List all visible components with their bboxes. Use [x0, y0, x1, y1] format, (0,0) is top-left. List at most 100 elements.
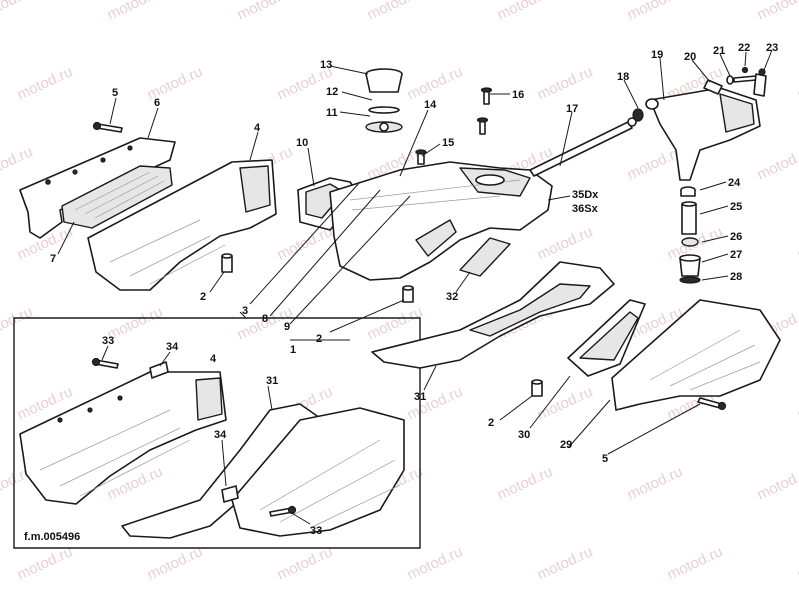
fuel-cap-assembly [365, 68, 403, 133]
callout-24: 24 [728, 177, 741, 189]
central-body [329, 161, 553, 281]
watermark-text: motod.ru [365, 303, 426, 343]
callout-6: 6 [154, 97, 160, 109]
callout-33-inset-bottom: 33 [310, 525, 322, 537]
part-28-base [679, 276, 701, 284]
watermark-text: motod.ru [625, 463, 686, 503]
part-15-screw [415, 149, 427, 165]
callout-16: 16 [512, 89, 524, 101]
watermark-text: motod.ru [495, 0, 556, 24]
callout-2-lower: 2 [488, 417, 494, 429]
part-30-panel [567, 299, 646, 377]
part-4-left-fairing [87, 159, 277, 291]
callout-36sx: 36Sx [572, 203, 599, 215]
callout-1: 1 [290, 344, 296, 356]
watermark-text: motod.ru [795, 543, 799, 583]
callout-14: 14 [424, 99, 437, 111]
callout-5-top: 5 [112, 87, 118, 99]
callout-4: 4 [254, 122, 261, 134]
callout-29: 29 [560, 439, 572, 451]
callout-34-inset-bottom: 34 [214, 429, 227, 441]
watermark-text: motod.ru [405, 543, 466, 583]
inset-fairing-right [231, 407, 405, 537]
part-2-grommet-center [402, 285, 414, 303]
drawing-code: f.m.005496 [24, 531, 80, 543]
watermark-text: motod.ru [0, 303, 35, 343]
callout-33-inset-top: 33 [102, 335, 114, 347]
part-27-collar [679, 254, 701, 277]
callout-8: 8 [262, 313, 268, 325]
watermark-text: motod.ru [15, 63, 76, 103]
watermark-text: motod.ru [755, 463, 799, 503]
part-5-screw-top [92, 121, 123, 133]
watermark-text: motod.ru [795, 223, 799, 263]
part-22-bolt [733, 66, 757, 83]
part-16-screw-a [480, 87, 493, 105]
watermark-text: motod.ru [755, 143, 799, 183]
callout-17: 17 [566, 103, 578, 115]
watermark-text: motod.ru [0, 0, 35, 24]
callout-30: 30 [518, 429, 530, 441]
callout-34-inset-top: 34 [166, 341, 179, 353]
watermark-text: motod.ru [145, 543, 206, 583]
watermark-text: motod.ru [0, 143, 35, 183]
part-16-screw-b [476, 117, 489, 135]
watermark-text: motod.ru [795, 383, 799, 423]
callout-28: 28 [730, 271, 742, 283]
part-2-grommet-left [221, 253, 233, 273]
watermark-text: motod.ru [535, 63, 596, 103]
callout-9: 9 [284, 321, 290, 333]
watermark-text: motod.ru [535, 543, 596, 583]
part-23-bolt [753, 68, 767, 97]
part-24-ring [680, 186, 696, 197]
callout-11: 11 [326, 107, 338, 119]
part-19-intake-duct [645, 87, 761, 181]
leader-lines [57, 49, 773, 525]
callout-26: 26 [730, 231, 742, 243]
watermark-text: motod.ru [535, 383, 596, 423]
watermark-text: motod.ru [365, 0, 426, 24]
part-5-screw-bottom [697, 397, 727, 411]
callout-22: 22 [738, 42, 750, 54]
callout-2-center: 2 [316, 333, 322, 345]
watermark-text: motod.ru [275, 543, 336, 583]
callout-32: 32 [446, 291, 458, 303]
callout-25: 25 [730, 201, 742, 213]
watermark-text: motod.ru [495, 463, 556, 503]
part-18-ring [632, 108, 644, 122]
callout-23: 23 [766, 42, 778, 54]
part-7-filter-panel [61, 165, 173, 229]
callout-31-inset: 31 [266, 375, 278, 387]
callout-12: 12 [326, 86, 338, 98]
callout-31: 31 [414, 391, 426, 403]
callout-18: 18 [617, 71, 629, 83]
part-6-side-rail [19, 137, 176, 239]
callout-15: 15 [442, 137, 454, 149]
watermark-text: motod.ru [405, 63, 466, 103]
watermark-text: motod.ru [665, 543, 726, 583]
callout-labels: 5 6 4 7 2 10 13 12 11 14 15 16 17 18 19 … [50, 42, 778, 537]
part-2-grommet-lower [531, 379, 543, 397]
callout-27: 27 [730, 249, 742, 261]
inset-part-33-screw-top [91, 357, 119, 369]
watermark-text: motod.ru [535, 223, 596, 263]
watermark-text: motod.ru [405, 383, 466, 423]
part-17-rod [529, 117, 637, 177]
watermark-text: motod.ru [795, 63, 799, 103]
callout-19: 19 [651, 49, 663, 61]
callout-3: 3 [242, 305, 248, 317]
callout-7: 7 [50, 253, 56, 265]
part-26-nut [681, 237, 699, 247]
callout-2-left: 2 [200, 291, 206, 303]
inset-part-4-fairing [19, 371, 227, 505]
callout-21: 21 [713, 45, 725, 57]
part-31-lower-frame [371, 261, 615, 369]
callout-20: 20 [684, 51, 696, 63]
inset-part-34-clip-bottom [221, 485, 239, 503]
watermark-text: motod.ru [235, 0, 296, 24]
callout-5-bottom: 5 [602, 453, 608, 465]
part-32-grille [459, 237, 511, 277]
part-25-sleeve [681, 201, 697, 235]
inset-part-34-clip-top [149, 361, 169, 379]
